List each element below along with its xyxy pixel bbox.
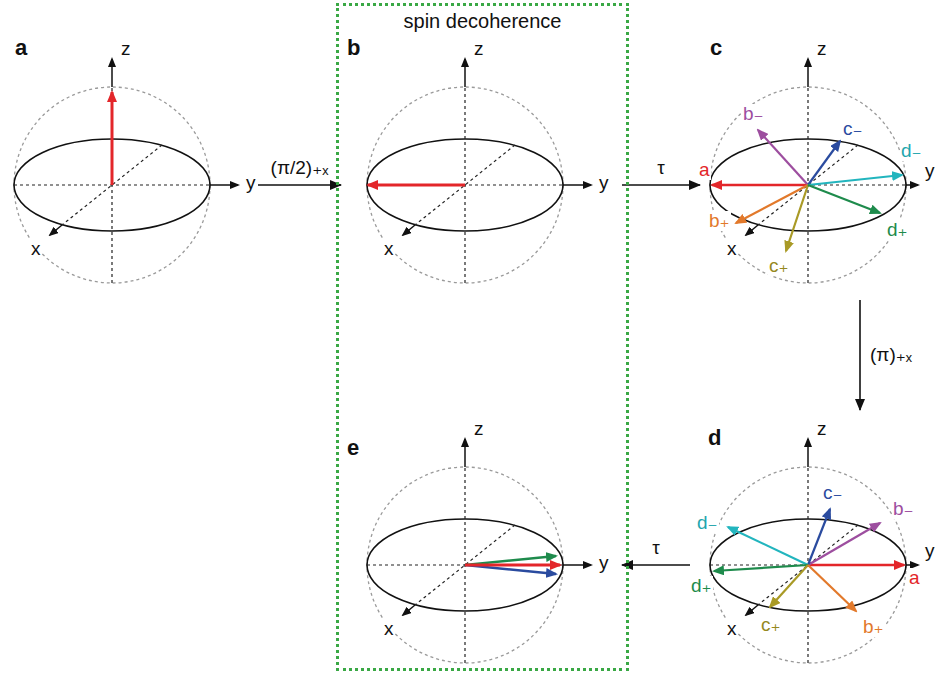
bloch-sphere: [14, 59, 238, 283]
process-arrow: [258, 184, 341, 186]
axis-label: y: [598, 553, 610, 573]
spin-vector: [714, 565, 808, 571]
spin-vector: [728, 527, 808, 565]
axis-label: y: [924, 541, 936, 561]
process-arrow: [622, 184, 700, 186]
vector-label: c₊: [768, 256, 790, 276]
vector-label: b₋: [892, 499, 915, 519]
spin-vector: [808, 565, 856, 611]
vector-label: c₋: [842, 119, 864, 139]
pulse-label: τ: [650, 538, 662, 559]
panel-box: c: [700, 30, 943, 300]
process-arrow: [859, 300, 861, 410]
axis-label: x: [30, 239, 42, 259]
axis-label: z: [816, 419, 828, 439]
panel-letter: b: [347, 36, 360, 60]
panel-letter: e: [347, 436, 359, 460]
spin-vector: [808, 175, 902, 185]
axis-label: z: [473, 39, 485, 59]
vector-label: c₊: [760, 615, 782, 635]
axis-label: x: [383, 239, 395, 259]
vector-label: c₋: [822, 483, 844, 503]
pulse-label: (π/2)₊ₓ: [269, 158, 331, 179]
spin-vector: [808, 523, 880, 565]
axis-label: z: [816, 39, 828, 59]
panel-letter: d: [708, 426, 721, 450]
bloch-sphere: [710, 439, 918, 663]
panel-box: a: [5, 30, 258, 292]
spin-vector: [808, 564, 904, 567]
spin-vector: [808, 185, 880, 213]
spin-vector: [808, 141, 840, 185]
panel-letter: a: [15, 36, 27, 60]
axis-label: y: [245, 173, 257, 193]
pulse-label: (π)₊ₓ: [868, 345, 914, 366]
spin-vector: [111, 92, 114, 185]
group-box: spin decoherence b e: [336, 3, 629, 671]
vector-label: b₋: [742, 104, 765, 124]
panel-letter: c: [710, 36, 722, 60]
vector-label: a: [698, 160, 711, 180]
axis-label: z: [473, 419, 485, 439]
axis-label: z: [120, 39, 132, 59]
axis-label: x: [726, 619, 738, 639]
bloch-sphere: [710, 59, 918, 283]
vector-label: d₋: [696, 513, 719, 533]
spin-vector: [758, 130, 808, 185]
spin-vector: [786, 185, 808, 251]
axis-label: x: [726, 239, 738, 259]
vector-label: d₋: [900, 141, 923, 161]
vector-label: b₊: [708, 211, 731, 231]
spin-vector: [808, 509, 830, 565]
spin-vector: [770, 565, 808, 607]
spin-vector: [465, 564, 560, 567]
spin-vector: [368, 184, 465, 187]
pulse-label: τ: [655, 158, 667, 179]
vector-label: d₊: [690, 576, 713, 596]
vector-label: d₊: [886, 220, 909, 240]
vector-label: b₊: [862, 617, 885, 637]
axis-label: x: [383, 619, 395, 639]
bloch-sphere: [367, 439, 591, 663]
axis-label: y: [924, 161, 936, 181]
process-arrow: [622, 564, 690, 566]
spin-vector: [712, 184, 808, 187]
bloch-sphere: [367, 59, 591, 283]
axis-label: y: [598, 173, 610, 193]
vector-label: a: [908, 568, 921, 588]
group-title: spin decoherence: [339, 10, 626, 32]
